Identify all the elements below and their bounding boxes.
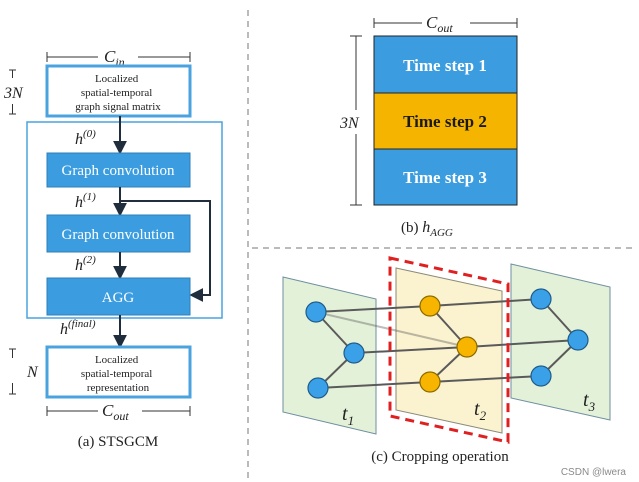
hfinal-label: h(final) [60, 318, 96, 338]
node-t3-c [530, 365, 552, 387]
caption-c: (c) Cropping operation [371, 449, 509, 465]
size-3n-marker-a: 3N [3, 69, 24, 115]
graph-conv-box-1 [46, 152, 191, 188]
svg-text:Cout: Cout [102, 401, 129, 423]
output-representation-text: Localized spatial-temporal representatio… [81, 354, 155, 394]
c-out-dimension-a: Cout [46, 400, 191, 423]
node-t2-b [456, 336, 478, 358]
crop-region [388, 256, 510, 444]
caption-a: (a) STSGCM [78, 434, 158, 450]
h0-label: h(0) [75, 128, 96, 148]
c-out-label-a: C [102, 401, 114, 420]
time-step-box-2 [373, 92, 518, 150]
plane-label-t2: t2 [474, 398, 487, 423]
input-matrix-text: Localized spatial-temporal graph signal … [75, 73, 161, 113]
size-n-marker-a: N [9, 348, 39, 395]
h1-label: h(1) [75, 191, 96, 211]
agg-box [46, 277, 191, 316]
size-3n-marker-b: 3N [338, 35, 372, 206]
skip-connection-arrow [120, 200, 211, 302]
stsgcm-module-frame [26, 121, 223, 319]
size-n-label-a: N [26, 364, 39, 381]
c-in-dimension: Cin [46, 46, 191, 69]
node-t1-c [307, 377, 329, 399]
caption-b: (b) hAGG [401, 219, 453, 239]
agg-label: AGG [102, 290, 135, 306]
output-representation-box [45, 345, 192, 399]
node-t1-b [343, 342, 365, 364]
c-out-dimension-b: Cout [373, 10, 518, 35]
watermark: CSDN @lwera [561, 467, 627, 478]
time-step-label-3: Time step 3 [403, 168, 487, 187]
node-t1-a [305, 301, 327, 323]
panel-a: Cin 3N Localized spatial-temporal graph … [3, 46, 223, 450]
plane-label-t1: t1 [342, 403, 354, 428]
time-step-label-1: Time step 1 [403, 56, 487, 75]
svg-text:Cout: Cout [426, 13, 453, 35]
plane-t1 [282, 276, 377, 435]
c-out-label-b: C [426, 13, 438, 32]
graph-conv-label-2: Graph convolution [62, 227, 175, 243]
node-t2-c [419, 371, 441, 393]
size-3n-label-b: 3N [339, 115, 360, 132]
svg-text:Cin: Cin [104, 47, 125, 69]
panel-b: Cout 3N Time step 1 Time step 2 Time ste… [338, 10, 518, 239]
c-in-label: C [104, 47, 116, 66]
node-t3-a [530, 288, 552, 310]
time-step-label-2: Time step 2 [403, 112, 487, 131]
graph-nodes [305, 288, 589, 399]
node-t2-a [419, 295, 441, 317]
panel-c: t1 t2 t3 (c) Cropping operation [282, 256, 611, 465]
plane-label-t3: t3 [583, 389, 596, 414]
time-step-box-3 [373, 148, 518, 206]
c-out-sub-b: out [437, 21, 453, 35]
c-out-sub-a: out [113, 409, 129, 423]
node-t3-b [567, 329, 589, 351]
time-step-box-1 [373, 35, 518, 94]
graph-conv-label-1: Graph convolution [62, 163, 175, 179]
h2-label: h(2) [75, 254, 96, 274]
graph-conv-box-2 [46, 214, 191, 253]
input-matrix-box [45, 64, 192, 118]
size-3n-label-a: 3N [3, 85, 24, 102]
c-in-sub: in [115, 55, 124, 69]
